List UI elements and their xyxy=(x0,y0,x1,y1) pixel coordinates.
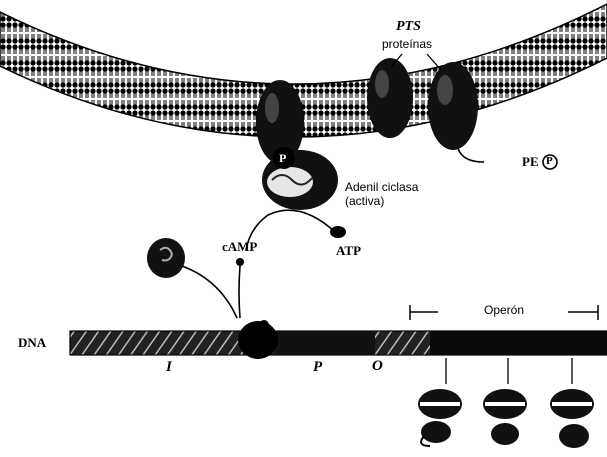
gene-i-label: I xyxy=(166,360,172,375)
camp-label: cAMP xyxy=(222,240,257,253)
ribosome-2 xyxy=(483,389,527,445)
pep-phosphate-label: P xyxy=(546,156,553,167)
adenylate-cyclase-label: Adenil ciclasa xyxy=(345,181,418,193)
gene-p-label: P xyxy=(313,360,322,375)
camp-molecule xyxy=(236,258,244,266)
operon-label: Operón xyxy=(484,304,524,316)
atp-label: ATP xyxy=(336,244,361,257)
pts-label: PTS xyxy=(396,20,421,34)
reaction-arrow xyxy=(246,210,335,250)
ribosome-3 xyxy=(550,389,594,448)
dna-dark-segment-2 xyxy=(430,331,607,355)
cyclase-phosphate-label: P xyxy=(279,152,286,164)
dna-label: DNA xyxy=(18,336,46,349)
cap-protein xyxy=(147,238,185,278)
activa-label: (activa) xyxy=(345,195,384,207)
atp-molecule xyxy=(330,226,346,238)
dna-dark-segment-1 xyxy=(275,331,375,355)
ribosome-1 xyxy=(418,389,462,446)
pts-protein-2 xyxy=(428,62,478,150)
proteinas-label: proteínas xyxy=(382,38,432,50)
cap-camp-on-dna xyxy=(238,321,278,359)
binding-line xyxy=(182,266,237,318)
pts-protein-1 xyxy=(367,58,413,138)
pep-label: PE xyxy=(522,155,539,168)
gene-o-label: O xyxy=(372,359,383,374)
